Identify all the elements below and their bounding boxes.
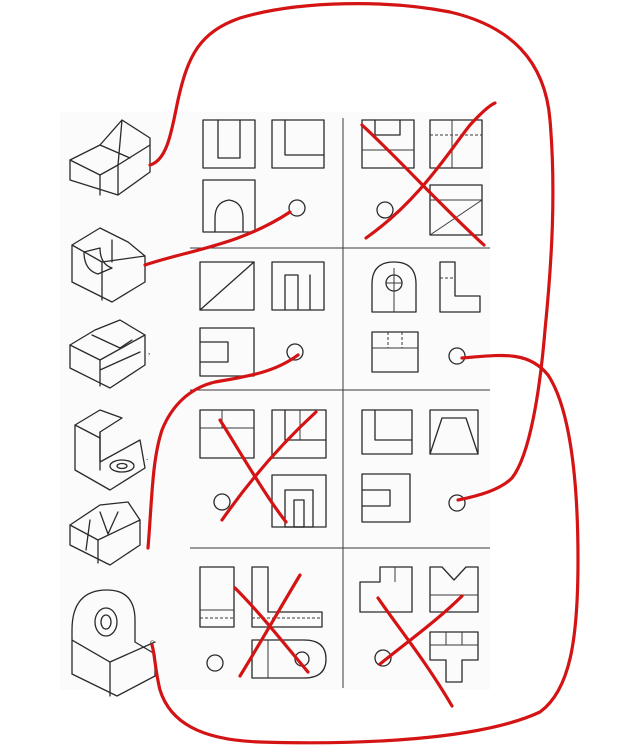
object-4-isometric: . <box>74 409 148 491</box>
connector-object2 <box>143 210 292 267</box>
side-view <box>271 261 325 311</box>
scanned-page <box>60 112 490 690</box>
svg-text:c: c <box>150 637 154 647</box>
object-5-isometric <box>69 501 141 566</box>
view-set-row3-right <box>361 409 479 523</box>
answer-circle <box>213 493 231 511</box>
object-6-isometric: c <box>71 589 156 697</box>
top-view <box>361 473 411 523</box>
cross-row4-left-b <box>238 573 302 678</box>
top-view <box>371 331 419 373</box>
answer-circle <box>448 347 466 365</box>
answer-circle <box>374 649 392 667</box>
connector-object5 <box>146 353 300 550</box>
front-view <box>359 566 413 613</box>
cross-row4-right-a <box>376 596 454 708</box>
answer-circle <box>448 494 466 512</box>
red-annotations <box>143 2 580 745</box>
cross-row1-right-b <box>364 101 497 240</box>
answer-circle <box>288 199 306 217</box>
front-view <box>371 261 417 313</box>
cross-row4-right-b <box>378 594 464 666</box>
svg-text:,: , <box>148 346 150 356</box>
object-2-isometric <box>71 227 146 303</box>
front-view <box>199 409 255 459</box>
cross-row1-right-a <box>360 123 486 247</box>
answer-circle <box>286 343 304 361</box>
side-view <box>439 261 481 313</box>
top-view <box>429 631 479 683</box>
side-view <box>271 119 325 169</box>
top-view <box>202 179 256 233</box>
answer-circle <box>206 654 224 672</box>
view-set-row2-right <box>371 261 481 373</box>
big-loop-upper <box>148 2 555 502</box>
top-view <box>199 327 255 377</box>
big-loop-lower <box>150 353 580 745</box>
side-view <box>429 409 479 455</box>
object-1-isometric <box>69 119 151 196</box>
object-3-isometric: , <box>69 319 150 389</box>
view-set-row1-left <box>202 119 325 233</box>
answer-circle <box>376 201 394 219</box>
front-view <box>199 566 235 628</box>
view-set-row4-right <box>359 566 479 683</box>
view-set-row1-right <box>361 119 483 236</box>
view-set-row2-left <box>199 261 325 377</box>
side-view <box>429 566 479 613</box>
side-view <box>429 119 483 169</box>
front-view <box>202 119 256 169</box>
cross-row3-left-b <box>220 410 318 522</box>
svg-text:.: . <box>146 452 148 462</box>
view-grid <box>190 118 490 688</box>
cross-row4-left-a <box>233 586 310 674</box>
front-view <box>199 261 255 311</box>
front-view <box>361 409 413 455</box>
